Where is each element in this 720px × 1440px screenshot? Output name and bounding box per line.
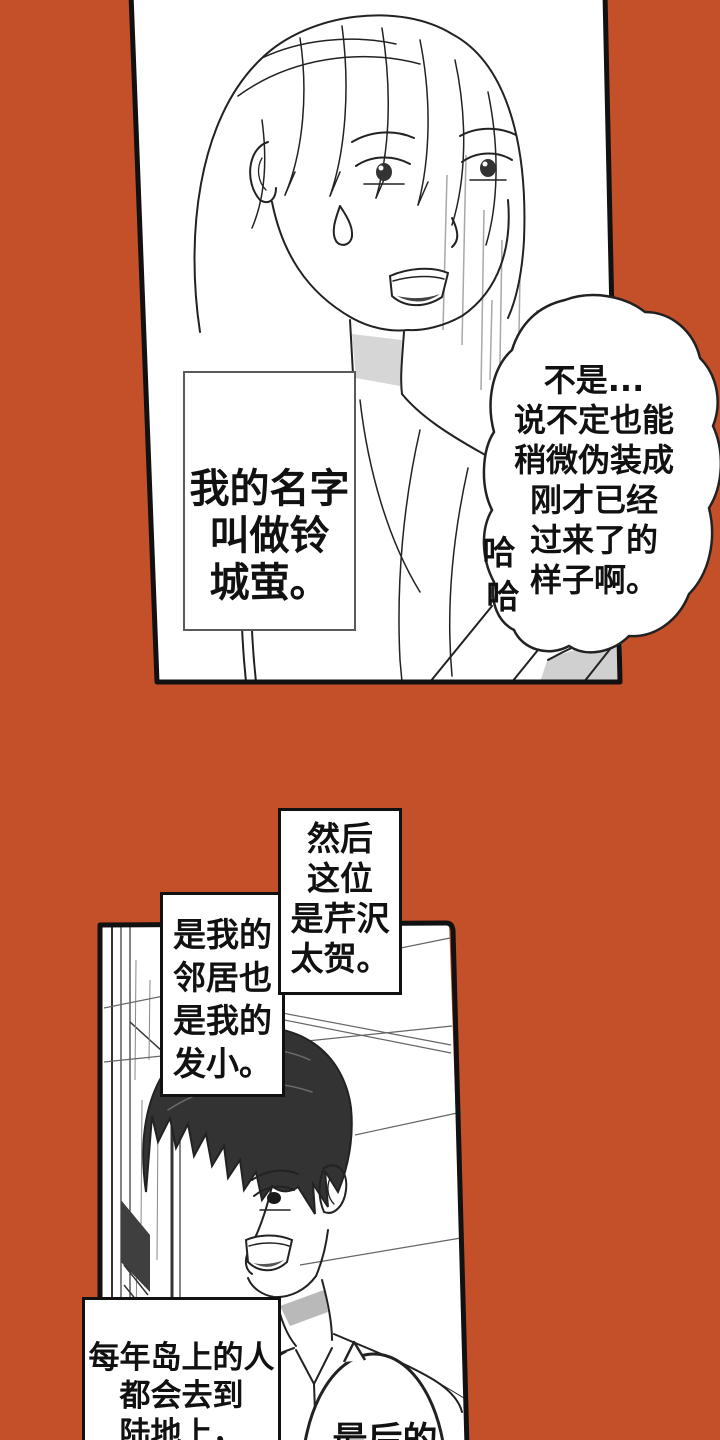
narration-box-intro: 然后 这位 是芹沢 太贺。 [278, 808, 402, 995]
narration-line: 都会去到 [119, 1378, 244, 1414]
narration-box-island: 每年岛上的人 都会去到 陆地上， [82, 1297, 281, 1440]
narration-line: 太贺。 [290, 939, 390, 978]
speech-line: 刚才已经 [529, 481, 658, 519]
ear [318, 1164, 348, 1214]
narration-line: 是芹沢 [290, 899, 390, 938]
eye [355, 156, 411, 167]
speech-bubble-1-shape [482, 293, 720, 654]
narration-line: 是我的 [173, 915, 272, 954]
speech-line: 稍微伪装成 [513, 441, 674, 479]
narration-line: 发小。 [173, 1044, 272, 1083]
narration-line: 我的名字 [189, 466, 350, 512]
narration-box-neighbor: 是我的 邻居也 是我的 发小。 [160, 892, 285, 1097]
narration-line: 邻居也 [173, 958, 272, 997]
narration-line: 这位 [307, 859, 373, 898]
character-1-art [193, 14, 623, 683]
narration-line: 每年岛上的人 [88, 1340, 275, 1376]
ear [249, 141, 277, 204]
nose [451, 217, 459, 248]
speech-bubble-2-shape [303, 1340, 445, 1440]
narration-line: 陆地上， [119, 1416, 244, 1440]
eyebrow [459, 127, 517, 137]
sweat-drop [332, 205, 354, 246]
eye [253, 1185, 295, 1197]
narration-line: 城萤。 [209, 560, 330, 606]
speech-line: 说不定也能 [513, 401, 674, 439]
speech-bubble-1-text: 不是... 说不定也能 稍微伪装成 刚才已经 过来了的 样子啊。 [469, 360, 719, 600]
speech-line: 过来了的 [529, 521, 658, 559]
eyebrow [351, 131, 415, 143]
eyebrow [251, 1169, 299, 1181]
eye [461, 152, 513, 163]
speech-bubble-2-text: 最后的 [325, 1412, 445, 1440]
narration-line: 然后 [307, 819, 373, 858]
narration-box-name: 我的名字 叫做铃 城萤。 [183, 371, 356, 631]
laugh-text: 哈 [486, 577, 520, 616]
panel-2-border [97, 920, 470, 1440]
narration-line: 叫做铃 [209, 513, 330, 559]
speech-line: 不是... [543, 361, 645, 399]
laugh-text: 哈 [482, 533, 516, 572]
speech-line: 样子啊。 [529, 561, 658, 599]
narration-line: 是我的 [173, 1001, 272, 1040]
